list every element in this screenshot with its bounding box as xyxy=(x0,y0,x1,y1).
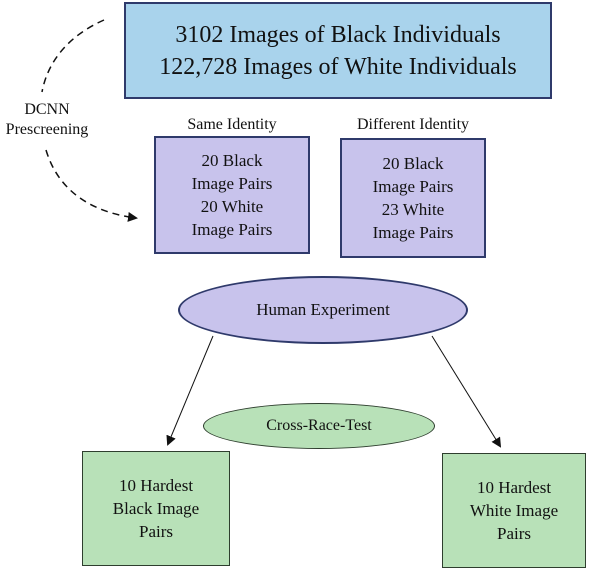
different-identity-line: Image Pairs xyxy=(372,177,454,196)
source-images-box: 3102 Images of Black Individuals 122,728… xyxy=(124,2,552,99)
prescreening-label: DCNN Prescreening xyxy=(2,100,92,140)
human-experiment-ellipse: Human Experiment xyxy=(178,276,468,344)
different-identity-line: 20 Black xyxy=(382,154,444,173)
prescreen-arrow-lower xyxy=(45,149,138,222)
different-identity-line: 23 White xyxy=(381,200,445,219)
hardest-black-line: Black Image xyxy=(112,499,200,518)
same-identity-line: Image Pairs xyxy=(191,174,273,193)
arrow-to-hardest-white xyxy=(431,335,502,448)
human-experiment-label: Human Experiment xyxy=(256,300,390,319)
hardest-black-line: Pairs xyxy=(139,522,173,541)
prescreen-arrow-upper xyxy=(41,19,105,93)
hardest-black-line: 10 Hardest xyxy=(118,476,194,495)
same-identity-box: 20 Black Image Pairs 20 White Image Pair… xyxy=(154,136,310,254)
hardest-white-line: Pairs xyxy=(497,524,531,543)
source-black-count: 3102 Images of Black Individuals xyxy=(175,21,501,48)
cross-race-test-ellipse: Cross-Race-Test xyxy=(203,403,435,449)
hardest-white-box: 10 Hardest White Image Pairs xyxy=(442,453,586,568)
prescreening-line-2: Prescreening xyxy=(5,121,89,138)
hardest-black-box: 10 Hardest Black Image Pairs xyxy=(82,451,230,566)
different-identity-header: Different Identity xyxy=(356,116,470,133)
source-white-count: 122,728 Images of White Individuals xyxy=(159,53,517,80)
same-identity-line: Image Pairs xyxy=(191,220,273,239)
same-identity-line: 20 Black xyxy=(201,151,263,170)
different-identity-line: Image Pairs xyxy=(372,223,454,242)
hardest-white-line: White Image xyxy=(469,501,559,520)
different-identity-box: 20 Black Image Pairs 23 White Image Pair… xyxy=(340,138,486,258)
cross-race-test-label: Cross-Race-Test xyxy=(266,417,372,434)
arrow-to-hardest-black xyxy=(166,335,214,446)
prescreening-line-1: DCNN xyxy=(24,101,70,118)
same-identity-line: 20 White xyxy=(200,197,264,216)
hardest-white-line: 10 Hardest xyxy=(476,478,552,497)
same-identity-header: Same Identity xyxy=(187,116,277,133)
